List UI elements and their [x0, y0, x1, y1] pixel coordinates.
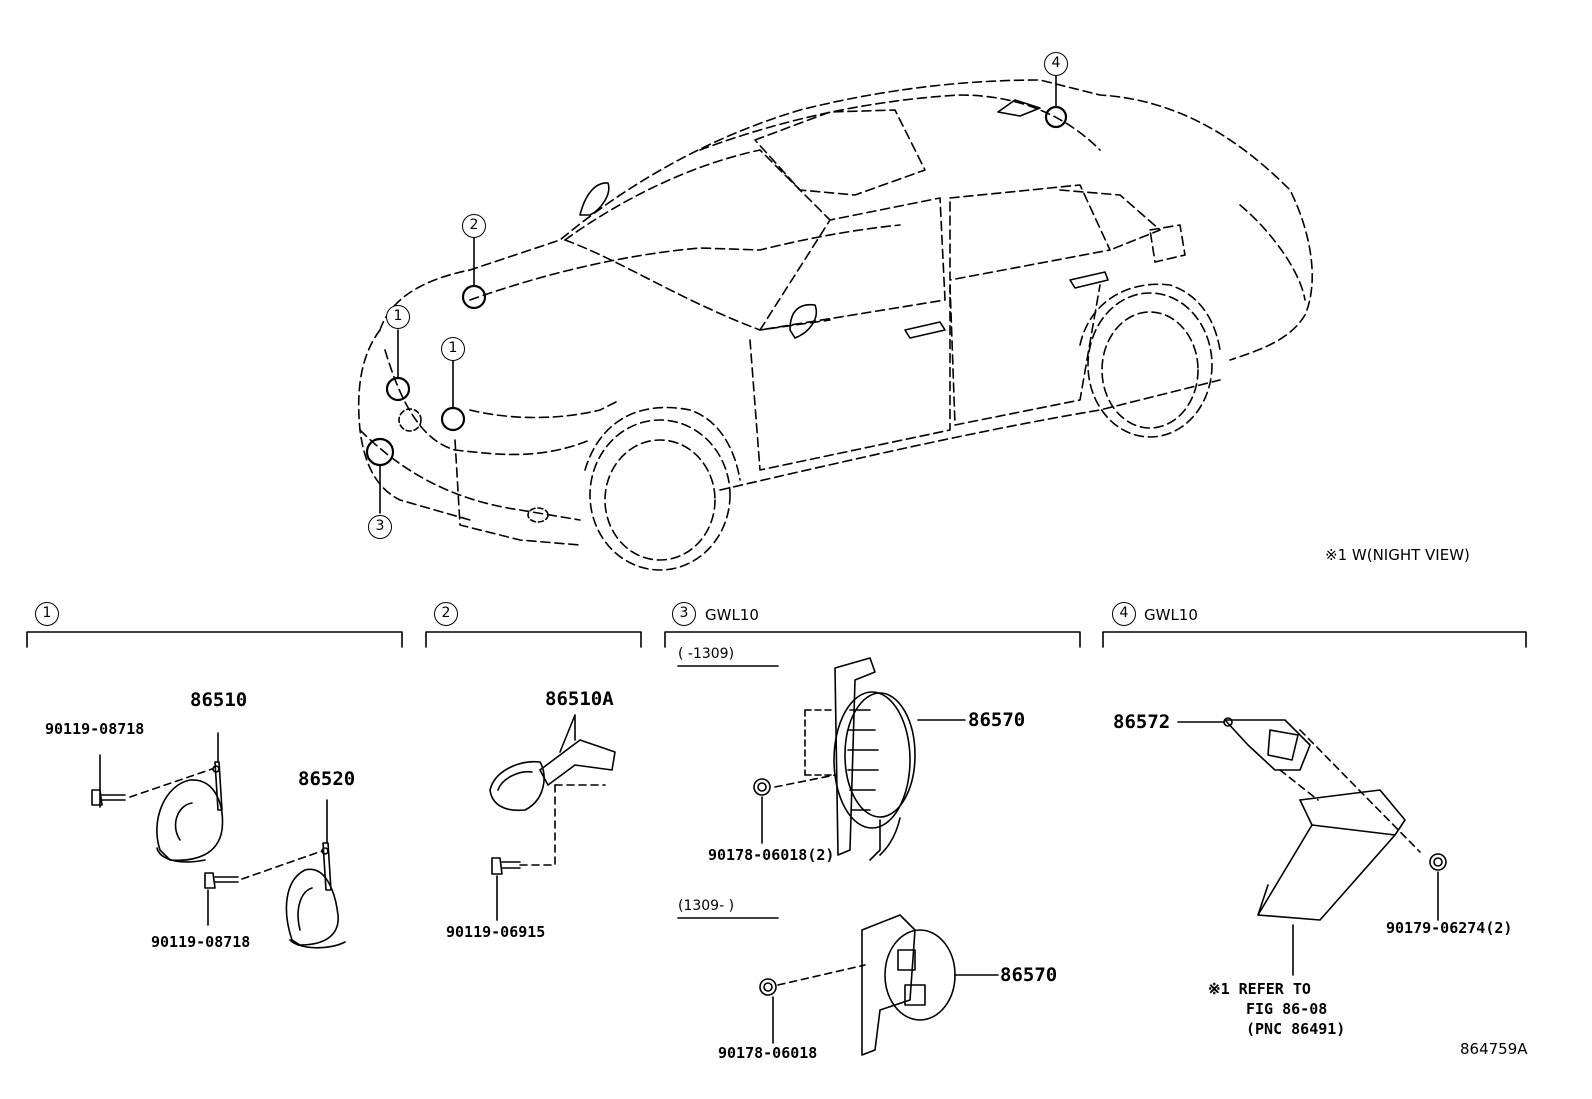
part-90119-08718-b: 90119-08718	[151, 933, 251, 951]
callout-3: 3	[368, 515, 392, 539]
part-90119-08718-a: 90119-08718	[45, 720, 145, 738]
callout-leaders	[379, 75, 1057, 514]
callout-markers	[365, 105, 1068, 467]
part-86510: 86510	[190, 689, 248, 711]
ecu-86572	[1177, 717, 1447, 976]
part-86570-late: 86570	[1000, 964, 1058, 986]
night-view-note: ※1 W(NIGHT VIEW)	[1325, 546, 1470, 564]
sensor-86570-late	[759, 914, 999, 1056]
part-86572: 86572	[1113, 711, 1171, 733]
callout-1-right: 1	[441, 337, 465, 361]
part-90178-06018: 90178-06018	[718, 1044, 818, 1062]
figure-id: 864759A	[1460, 1040, 1528, 1058]
part-90119-06915: 90119-06915	[446, 923, 546, 941]
part-90179-06274-qty2: 90179-06274(2)	[1386, 919, 1513, 937]
section-3-model: GWL10	[705, 606, 759, 624]
section-1-number: 1	[35, 602, 59, 626]
range-before-1309: ( -1309)	[678, 646, 735, 662]
callout-2: 2	[462, 214, 486, 238]
sensor-86570-early	[753, 657, 966, 861]
part-86510A: 86510A	[545, 688, 614, 710]
callout-4: 4	[1044, 52, 1068, 76]
part-90178-06018-qty2: 90178-06018(2)	[708, 846, 835, 864]
section-brackets	[26, 631, 1527, 919]
section-4-number: 4	[1112, 602, 1136, 626]
refer-note-line2: FIG 86-08	[1246, 1000, 1328, 1018]
bracket-86510A	[489, 714, 616, 921]
car-illustration	[357, 79, 1314, 571]
section-4-model: GWL10	[1144, 606, 1198, 624]
section-2-number: 2	[434, 602, 458, 626]
horn-high	[91, 732, 224, 863]
refer-note-line1: ※1 REFER TO	[1208, 980, 1311, 998]
horn-low	[204, 799, 346, 949]
section-3-number: 3	[672, 602, 696, 626]
callout-1-left: 1	[386, 305, 410, 329]
refer-note-line3: (PNC 86491)	[1246, 1020, 1346, 1038]
part-86520: 86520	[298, 768, 356, 790]
part-86570-early: 86570	[968, 709, 1026, 731]
range-after-1309: (1309- )	[678, 898, 735, 914]
